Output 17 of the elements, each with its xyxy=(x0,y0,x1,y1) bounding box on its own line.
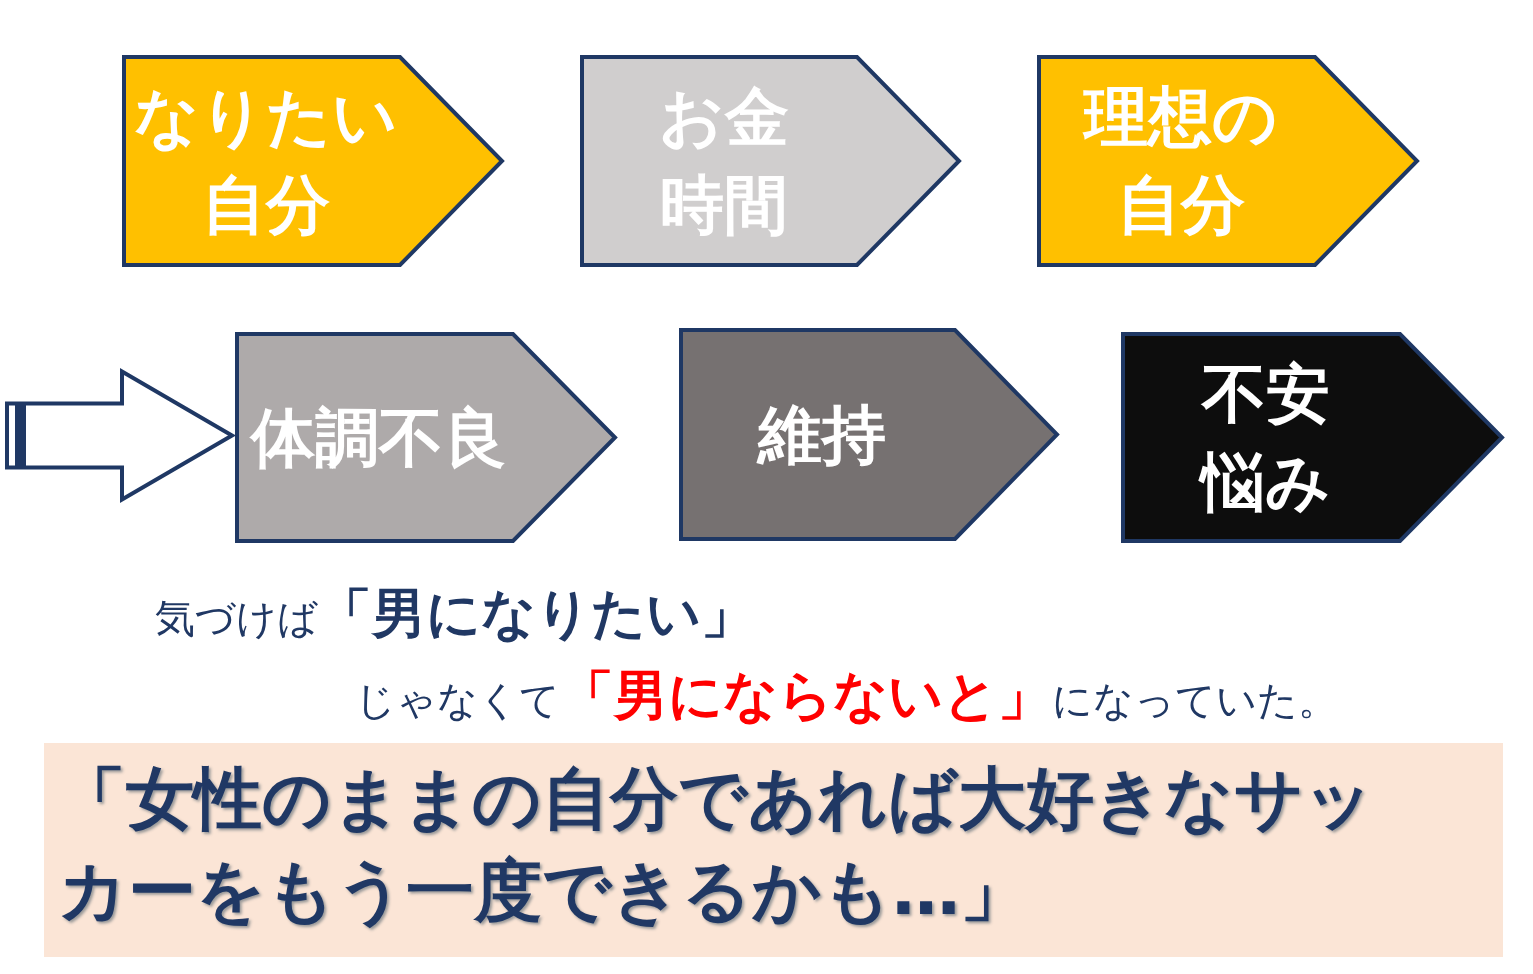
pentagon-arrow-box xyxy=(679,328,1060,541)
caption-text: じゃなくて「男にならないと」になっていた。 xyxy=(355,663,1338,729)
box-label: 不安 xyxy=(1201,355,1330,433)
pentagon-arrow-box xyxy=(580,55,962,267)
box-label: 悩み xyxy=(1200,443,1331,521)
box-label: 理想の自分 xyxy=(1081,79,1279,244)
quote-banner xyxy=(44,743,1503,957)
pentagon-arrow-box xyxy=(1037,55,1420,267)
box-label: 維持 xyxy=(758,396,886,474)
caption-text: 気づけば「男になりたい」 xyxy=(155,581,755,647)
block-arrow xyxy=(5,368,236,503)
pentagon-arrow-box xyxy=(1121,332,1505,543)
box-label: なりたい自分 xyxy=(133,79,399,244)
pentagon-arrow-box xyxy=(122,55,505,267)
pentagon-arrow-box xyxy=(235,332,618,543)
quote-text: 「女性のままの自分であれば大好きなサッカーをもう一度できるかも…」 xyxy=(58,758,1375,932)
box-label: 体調不良 xyxy=(251,399,507,477)
